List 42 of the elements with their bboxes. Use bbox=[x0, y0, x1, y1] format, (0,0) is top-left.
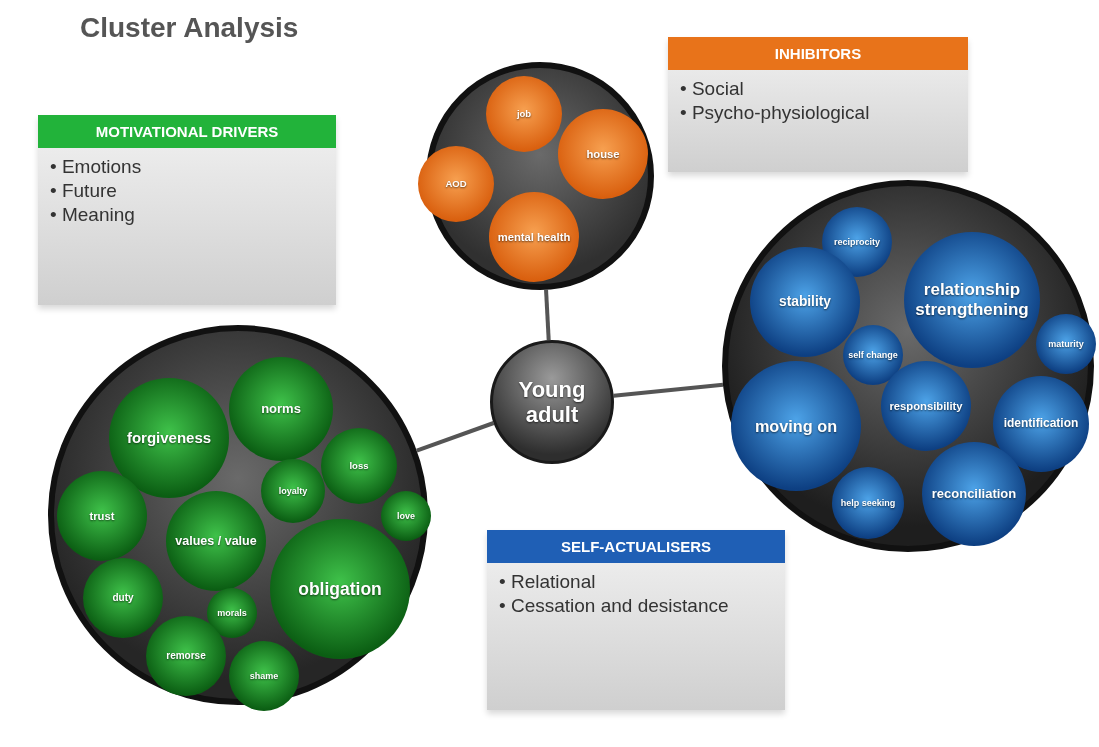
topic-bubble: love bbox=[381, 491, 431, 541]
topic-bubble: duty bbox=[83, 558, 163, 638]
topic-bubble: values / value bbox=[166, 491, 266, 591]
topic-bubble: self change bbox=[843, 325, 903, 385]
bullet-item: • Relational bbox=[499, 571, 597, 593]
connector-line bbox=[544, 289, 551, 341]
topic-bubble: maturity bbox=[1036, 314, 1096, 374]
topic-bubble: trust bbox=[57, 471, 147, 561]
topic-bubble: reconciliation bbox=[922, 442, 1026, 546]
topic-bubble: remorse bbox=[146, 616, 226, 696]
topic-bubble: job bbox=[486, 76, 562, 152]
connector-line bbox=[416, 421, 495, 453]
topic-bubble: loyalty bbox=[261, 459, 325, 523]
connector-line bbox=[613, 382, 724, 398]
topic-bubble: norms bbox=[229, 357, 333, 461]
info-card bbox=[668, 37, 968, 172]
topic-bubble: relationship strengthening bbox=[904, 232, 1040, 368]
topic-bubble: responsibility bbox=[881, 361, 971, 451]
bullet-item: • Social bbox=[680, 78, 745, 100]
topic-bubble: obligation bbox=[270, 519, 410, 659]
bullet-item: • Future bbox=[50, 180, 118, 202]
topic-bubble: moving on bbox=[731, 361, 861, 491]
card-header: INHIBITORS bbox=[668, 37, 968, 70]
topic-bubble: identification bbox=[993, 376, 1089, 472]
bullet-item: • Cessation and desistance bbox=[499, 595, 730, 617]
bullet-item: • Meaning bbox=[50, 204, 136, 226]
info-card bbox=[38, 115, 336, 305]
center-circle: Young adult bbox=[490, 340, 614, 464]
topic-bubble: shame bbox=[229, 641, 299, 711]
bullet-item: • Psycho-physiological bbox=[680, 102, 871, 124]
diagram-title: Cluster Analysis bbox=[80, 12, 299, 44]
topic-bubble: help seeking bbox=[832, 467, 904, 539]
topic-bubble: loss bbox=[321, 428, 397, 504]
topic-bubble: AOD bbox=[418, 146, 494, 222]
card-header: SELF-ACTUALISERS bbox=[487, 530, 785, 563]
bullet-item: • Emotions bbox=[50, 156, 143, 178]
topic-bubble: mental health bbox=[489, 192, 579, 282]
topic-bubble: morals bbox=[207, 588, 257, 638]
topic-bubble: house bbox=[558, 109, 648, 199]
topic-bubble: forgiveness bbox=[109, 378, 229, 498]
info-card bbox=[487, 530, 785, 710]
card-header: MOTIVATIONAL DRIVERS bbox=[38, 115, 336, 148]
